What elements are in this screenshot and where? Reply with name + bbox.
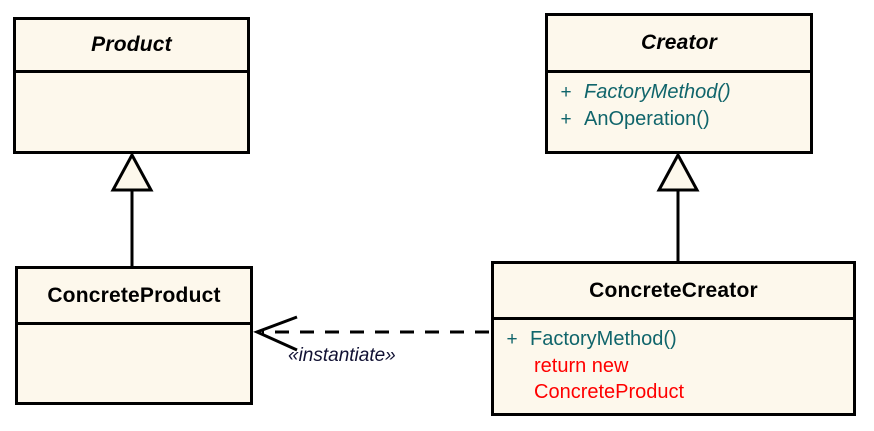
class-member-compartment-creator: + FactoryMethod() + AnOperation() <box>548 73 810 151</box>
class-name-compartment-creator: Creator <box>548 16 810 73</box>
member-visibility: + <box>560 109 572 130</box>
dependency-open-arrowhead <box>253 315 298 352</box>
class-box-product[interactable]: Product <box>13 17 250 154</box>
class-member-compartment-product <box>16 73 247 151</box>
class-name-compartment-concretecreator: ConcreteCreator <box>494 264 853 320</box>
generalization-arrowhead-product <box>110 151 154 192</box>
generalization-arrowhead-creator <box>656 151 700 192</box>
dependency-instantiate <box>253 315 489 352</box>
member-name-anoperation: AnOperation() <box>584 108 710 130</box>
member-visibility: + <box>506 329 518 350</box>
class-member-compartment-concreteproduct <box>18 325 250 402</box>
generalization-concretecreator-to-creator <box>656 151 700 261</box>
member-note-line-1: return new <box>534 355 629 377</box>
class-name-compartment-concreteproduct: ConcreteProduct <box>18 269 250 325</box>
class-name-compartment-product: Product <box>16 20 247 73</box>
member-name-factorymethod: FactoryMethod() <box>584 81 731 103</box>
class-title-concreteproduct: ConcreteProduct <box>47 283 221 307</box>
class-box-concreteproduct[interactable]: ConcreteProduct <box>15 266 253 405</box>
class-box-creator[interactable]: Creator + FactoryMethod() + AnOperation(… <box>545 13 813 154</box>
member-row[interactable]: + AnOperation() <box>548 106 810 133</box>
member-name-factorymethod: FactoryMethod() <box>530 328 677 350</box>
member-note-line-2: ConcreteProduct <box>534 381 685 403</box>
class-member-compartment-concretecreator: + FactoryMethod() return new ConcretePro… <box>494 320 853 413</box>
stereotype-label-instantiate: «instantiate» <box>288 345 396 366</box>
member-row[interactable]: + FactoryMethod() <box>494 326 853 353</box>
class-title-concretecreator: ConcreteCreator <box>589 278 758 302</box>
class-box-concretecreator[interactable]: ConcreteCreator + FactoryMethod() return… <box>491 261 856 416</box>
member-row[interactable]: + FactoryMethod() <box>548 79 810 106</box>
generalization-concreteproduct-to-product <box>110 151 154 266</box>
class-title-product: Product <box>91 33 172 56</box>
member-visibility: + <box>560 82 572 103</box>
class-title-creator: Creator <box>640 31 718 54</box>
